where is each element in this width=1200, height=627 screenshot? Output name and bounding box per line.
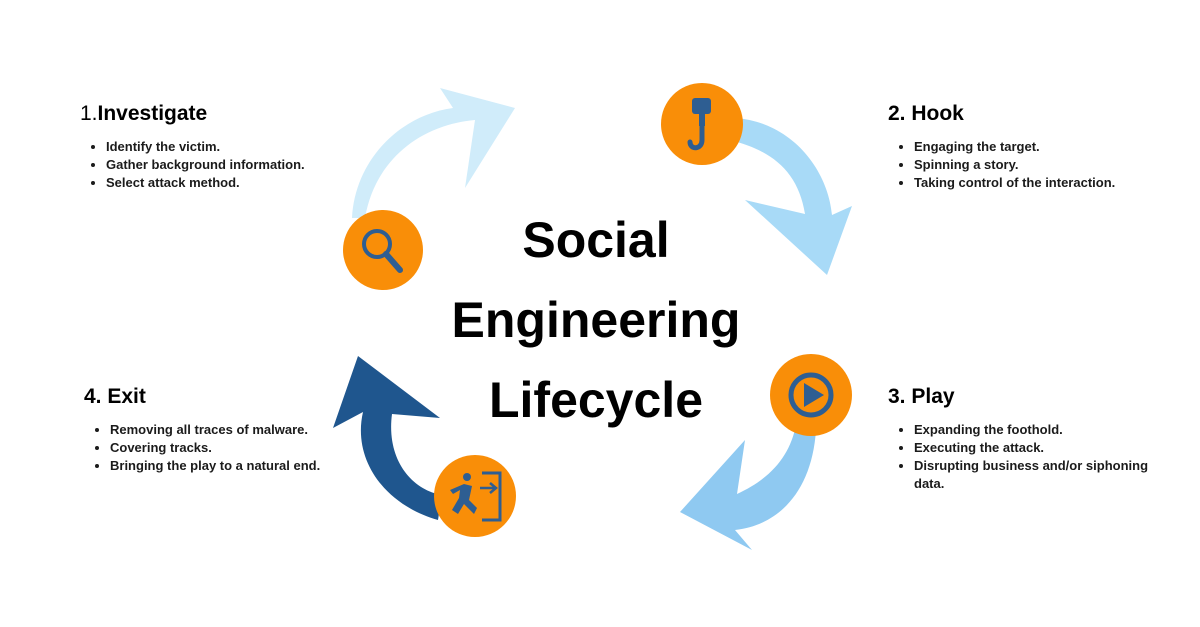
bullet-item: Disrupting business and/or siphoning dat… <box>914 457 1158 493</box>
step-name: Investigate <box>97 102 208 125</box>
arrow-investigate <box>352 88 515 218</box>
diagram-title: Social Engineering Lifecycle <box>420 200 772 440</box>
arrow-hook <box>730 118 852 275</box>
investigate-badge <box>343 210 423 290</box>
bullet-item: Engaging the target. <box>914 138 1168 156</box>
bullet-item: Expanding the foothold. <box>914 421 1158 439</box>
bullet-item: Covering tracks. <box>110 439 364 457</box>
step-number: 3. <box>888 385 906 408</box>
bullet-item: Spinning a story. <box>914 156 1168 174</box>
hook-badge <box>661 83 743 165</box>
play-badge <box>770 354 852 436</box>
step-bullets: Expanding the foothold. Executing the at… <box>888 421 1158 493</box>
crane-hook-icon <box>687 98 711 151</box>
arrow-play <box>680 425 816 550</box>
bullet-item: Bringing the play to a natural end. <box>110 457 364 475</box>
step-investigate: 1.Investigate Identify the victim. Gathe… <box>80 102 340 192</box>
step-heading: 2. Hook <box>888 102 1168 126</box>
bullet-item: Removing all traces of malware. <box>110 421 364 439</box>
step-hook: 2. Hook Engaging the target. Spinning a … <box>888 102 1168 192</box>
step-heading: 3. Play <box>888 385 1158 409</box>
step-bullets: Removing all traces of malware. Covering… <box>84 421 364 475</box>
step-name: Exit <box>107 385 146 408</box>
title-line-3: Lifecycle <box>488 372 703 428</box>
step-bullets: Identify the victim. Gather background i… <box>80 138 340 192</box>
step-bullets: Engaging the target. Spinning a story. T… <box>888 138 1168 192</box>
step-name: Play <box>911 385 955 408</box>
bullet-item: Select attack method. <box>106 174 340 192</box>
exit-icon <box>450 471 502 522</box>
step-play: 3. Play Expanding the foothold. Executin… <box>888 385 1158 493</box>
magnifier-icon <box>362 229 403 273</box>
step-heading: 1.Investigate <box>80 102 340 126</box>
title-line-2: Engineering <box>451 292 741 348</box>
step-number: 1. <box>80 102 98 125</box>
title-line-1: Social <box>522 212 670 268</box>
step-number: 2. <box>888 102 906 125</box>
step-number: 4. <box>84 385 102 408</box>
exit-badge <box>434 455 516 537</box>
step-heading: 4. Exit <box>84 385 364 409</box>
play-icon <box>788 372 834 418</box>
bullet-item: Gather background information. <box>106 156 340 174</box>
arrow-exit <box>333 356 442 520</box>
bullet-item: Taking control of the interaction. <box>914 174 1168 192</box>
step-name: Hook <box>911 102 964 125</box>
step-exit: 4. Exit Removing all traces of malware. … <box>84 385 364 475</box>
bullet-item: Identify the victim. <box>106 138 340 156</box>
bullet-item: Executing the attack. <box>914 439 1158 457</box>
